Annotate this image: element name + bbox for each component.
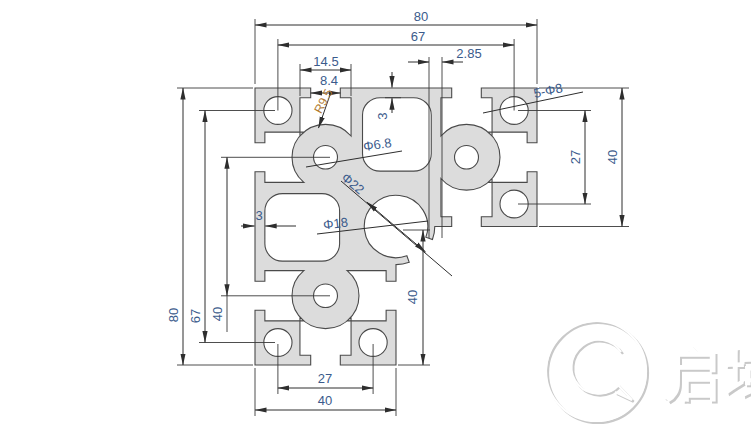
dim-slot-cavity-radius: R9.5 [311, 86, 335, 115]
dim-leg-height: 40 [405, 290, 420, 304]
q-circle-logo-icon [546, 321, 648, 423]
brand-logo: 启域 启域 [546, 321, 751, 423]
dim-right-hole-span: 27 [568, 150, 583, 164]
dim-top-hole-span: 67 [411, 29, 425, 44]
dim-left-wall-thickness: 3 [255, 208, 262, 223]
dim-bottom-hole-span: 27 [318, 371, 332, 386]
dim-top-wall-thickness: 3 [375, 112, 390, 119]
dim-bottom-leg-width: 40 [318, 393, 332, 408]
dim-right-bar-height: 40 [605, 150, 620, 164]
dim-channel-inner-dia: Φ18 [322, 215, 348, 233]
dim-top-overall-width: 80 [414, 9, 428, 24]
extension-lines [177, 19, 629, 416]
brand-text: 启域 [663, 342, 751, 407]
dim-slot-mouth-width: 8.4 [320, 73, 338, 88]
dim-center-bore-dia: Φ6.8 [362, 135, 392, 154]
dim-left-hole-span: 67 [188, 309, 203, 323]
dim-left-center-span: 40 [210, 307, 225, 321]
dim-left-overall-height: 80 [166, 308, 181, 322]
dim-channel-tab-width: 2.85 [456, 46, 481, 61]
dim-slot-cavity-width: 14.5 [313, 54, 338, 69]
